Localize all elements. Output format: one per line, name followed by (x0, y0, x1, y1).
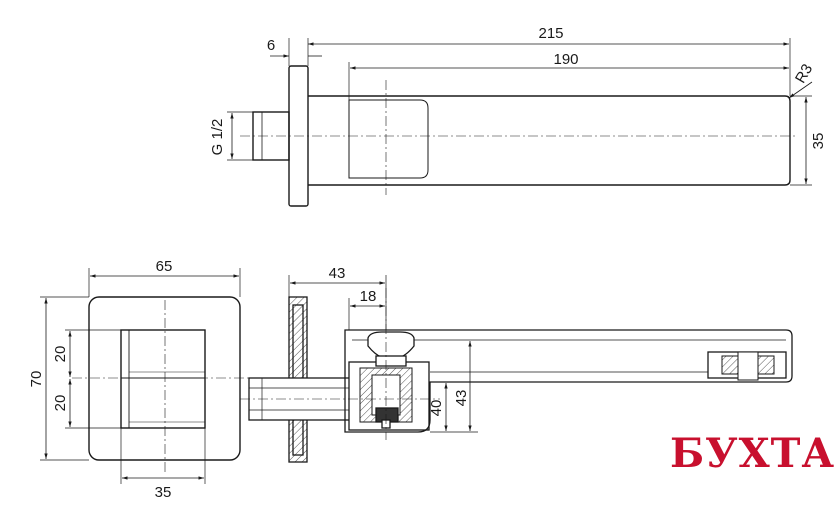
dim-height: 70 (28, 371, 45, 388)
dim-corner-radius: R3 (792, 61, 816, 86)
dim-spout-length: 190 (553, 51, 578, 68)
top-view (227, 38, 813, 207)
dim-inlet-offset: 18 (360, 288, 377, 305)
front-plate (88, 296, 241, 461)
top-view-labels: 215 6 190 G 1/2 R3 35 (209, 25, 827, 155)
dim-spout-height: 35 (810, 133, 827, 150)
watermark-outline: БУХТА (670, 430, 835, 477)
front-spout-block (120, 329, 206, 429)
dim-width: 65 (156, 258, 173, 275)
dim-outlet-height-outer: 43 (453, 390, 470, 407)
dim-upper-part: 20 (52, 346, 69, 363)
radius-leader (788, 81, 813, 99)
dim-lower-part: 20 (52, 395, 69, 412)
spout-groove (348, 99, 429, 179)
brand-watermark: БУХТА БУХТА (666, 426, 838, 481)
dim-thread: G 1/2 (209, 119, 226, 156)
front-view (40, 268, 250, 484)
section-view-labels: 43 18 40 43 (329, 265, 470, 416)
dim-total-length: 215 (538, 25, 563, 42)
section-spout-body (344, 329, 793, 433)
section-top-knob (367, 331, 415, 359)
front-view-labels: 65 70 20 20 35 (28, 258, 172, 501)
dim-block-width: 35 (155, 484, 172, 501)
section-view (240, 275, 793, 463)
watermark-text: БУХТА (670, 430, 835, 477)
dim-plate-thickness: 6 (267, 37, 275, 54)
spout-body (308, 95, 791, 186)
dim-total-depth: 43 (329, 265, 346, 282)
dim-outlet-height-inner: 40 (428, 400, 445, 417)
